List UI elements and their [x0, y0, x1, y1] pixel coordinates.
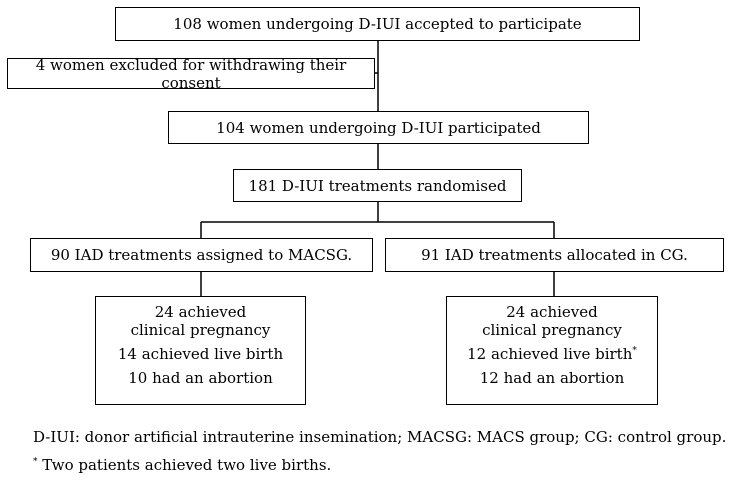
- macsg-assigned-box: 90 IAD treatments assigned to MACSG.: [30, 238, 373, 272]
- abbreviations-note: D-IUI: donor artificial intrauterine ins…: [33, 428, 727, 446]
- participated-text: 104 women undergoing D-IUI participated: [216, 118, 541, 137]
- randomised-box: 181 D-IUI treatments randomised: [233, 169, 522, 202]
- cg-allocated-text: 91 IAD treatments allocated in CG.: [421, 246, 688, 264]
- macsg-assigned-text: 90 IAD treatments assigned to MACSG.: [50, 246, 353, 264]
- cg-pregnancy-text: 24 achieved clinical pregnancy: [482, 303, 622, 339]
- cg-live-birth-footnote-mark: *: [632, 346, 637, 356]
- randomised-text: 181 D-IUI treatments randomised: [248, 176, 507, 195]
- accepted-box: 108 women undergoing D-IUI accepted to p…: [115, 7, 640, 41]
- cg-allocated-box: 91 IAD treatments allocated in CG.: [385, 238, 724, 272]
- footnote-mark: *: [33, 457, 38, 467]
- participated-box: 104 women undergoing D-IUI participated: [168, 111, 589, 144]
- macsg-pregnancy-text: 24 achieved clinical pregnancy: [130, 303, 271, 339]
- excluded-box: 4 women excluded for withdrawing their c…: [7, 55, 375, 92]
- macsg-abortion-text: 10 had an abortion: [128, 369, 273, 387]
- cg-outcomes-box: 24 achieved clinical pregnancy 12 achiev…: [446, 296, 658, 405]
- cg-live-birth-text: 12 achieved live birth: [467, 345, 633, 363]
- footnote-text: Two patients achieved two live births.: [37, 456, 332, 474]
- cg-live-birth-line: 12 achieved live birth*: [467, 345, 637, 363]
- accepted-text: 108 women undergoing D-IUI accepted to p…: [173, 15, 582, 33]
- macsg-live-birth-text: 14 achieved live birth: [117, 345, 284, 363]
- cg-abortion-text: 12 had an abortion: [479, 369, 625, 387]
- macsg-outcomes-box: 24 achieved clinical pregnancy 14 achiev…: [95, 296, 306, 405]
- excluded-text: 4 women excluded for withdrawing their c…: [35, 55, 347, 92]
- footnote: * Two patients achieved two live births.: [33, 456, 331, 474]
